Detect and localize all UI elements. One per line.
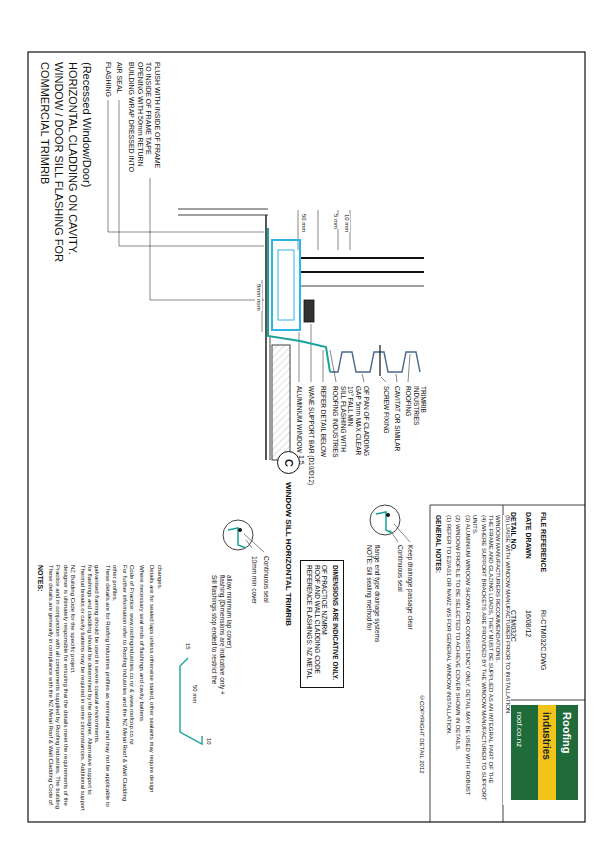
annotation-text: FILE REFERENCE — [539, 512, 547, 572]
annotation-text: WANE SUPPORT BAR (D10/D12) — [307, 386, 315, 485]
annotation-text: WINDOW SILL HORIZONTAL TRIMRIB — [283, 482, 293, 626]
annotation-text: roof.co.nz — [514, 712, 524, 747]
section-marker-circle: C — [277, 451, 300, 474]
annotation-text: 50 mm — [191, 685, 198, 703]
title-line: WINDOW / DOOR SILL FLASHING FOR — [52, 62, 65, 262]
annotation-text: For further information refer to Roofing… — [121, 565, 135, 815]
annotation-text: ROOFING INDUSTRIES SILL FLASHING WITH 10… — [331, 386, 354, 462]
annotation-text: industries — [540, 712, 552, 760]
annotation-text: Details are for sealed laps unless other… — [148, 565, 162, 815]
annotation-text: (4) WHERE SUPPORT BRACKETS ARE PROVIDED … — [480, 515, 502, 805]
annotation-text: GENERAL NOTES: — [434, 515, 442, 573]
reference-box: REFERENCE FLASHINGS: NZ METAL ROOF AND W… — [300, 560, 344, 688]
annotation-text: 8mm nom — [255, 284, 262, 311]
annotation-text: (5) LIAISE WITH WINDOW MANUFACTURER PRIO… — [503, 515, 510, 805]
title-line: COMMERCIAL TRIMRIB — [38, 62, 51, 184]
reference-text: DIMENSIONS ARE INDICATIVE ONLY. — [331, 565, 339, 683]
annotation-text: Roofing — [560, 712, 573, 754]
title-line: (Recessed Window/Door) — [80, 62, 93, 187]
annotation-text: ALUMINIUM WINDOW — [295, 386, 303, 453]
annotation-text: These details are for Roofing Industries… — [103, 565, 117, 815]
annotation-text: FLASHING — [104, 62, 112, 97]
annotation-text: These details are generally in complianc… — [47, 565, 76, 815]
annotation-text: ROOFING INDUSTRIES TRIMRIB — [404, 386, 427, 450]
annotation-text: RI-CTM032C.DWG — [539, 610, 547, 670]
annotation-text: 15 — [184, 643, 191, 650]
annotation-text: Continuous seal — [396, 545, 404, 592]
title-line: HORIZONTAL CLADDING ON CAVITY. — [66, 62, 79, 255]
reference-text: REFERENCE FLASHINGS: NZ METAL ROOF AND W… — [305, 565, 328, 683]
annotation-text: SCREW FIXING — [382, 386, 390, 434]
annotation-text: 16/08/12 — [524, 610, 532, 637]
section-letter: C — [282, 459, 295, 467]
annotation-text: ©COPYRIGHT DETAIL 2012 — [418, 695, 425, 774]
annotation-text: Keep drainage passage clear — [406, 545, 414, 630]
annotation-text: (1) REFER TO E2/AS1 OR NAWZ WS FOR GENER… — [445, 515, 452, 805]
annotation-text: Continuous seal — [262, 556, 270, 603]
annotation-text: NOTE: Sill sealing method for flange end… — [365, 545, 381, 645]
annotation-text: AIR SEAL — [115, 62, 123, 94]
annotation-text: 10 mm — [343, 214, 350, 232]
annotation-text: 50 mm — [300, 214, 307, 232]
annotation-text: NOTES: — [36, 565, 44, 591]
annotation-text: DATE DRAWN — [524, 512, 532, 559]
annotation-text: 10 — [205, 738, 212, 745]
annotation-text: Sill flashings stop ended to restrict th… — [210, 575, 233, 700]
annotation-text: CAVITAT OR SIMILAR — [393, 386, 401, 451]
annotation-text: (2) WINDOW PROFILE TO BE SELECTED TO ACH… — [454, 515, 461, 805]
annotation-text: GAP 5mm MAX CLEAR OF PAN OF CLADDING — [354, 386, 370, 462]
annotation-text: BUILDING WRAP DRESSED INTO OPENING WITH … — [127, 62, 161, 174]
annotation-text: Thermal breaks or cavity battens may be … — [79, 565, 101, 815]
annotation-text: Where necessary seal ends of flashings a… — [138, 565, 145, 815]
annotation-text: (3) ALUMINIUM WINDOW SHOWN FOR CONSISTEN… — [463, 515, 477, 805]
annotation-text: 5 mm — [332, 214, 339, 229]
annotation-text: REFER DETAIL BELOW — [319, 386, 327, 457]
annotation-text: 10mm min cover — [250, 556, 258, 604]
